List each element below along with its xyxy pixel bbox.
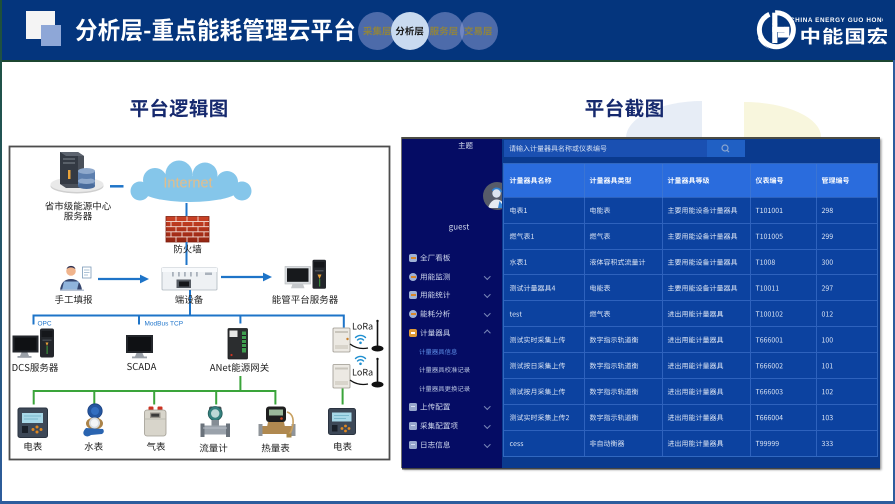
svg-text:OPC: OPC — [38, 321, 52, 328]
svg-text:Internet: Internet — [163, 176, 212, 192]
svg-text:ModBus TCP: ModBus TCP — [145, 321, 184, 328]
svg-text:CHINA ENERGY GUO HONG: CHINA ENERGY GUO HONG — [790, 17, 883, 24]
